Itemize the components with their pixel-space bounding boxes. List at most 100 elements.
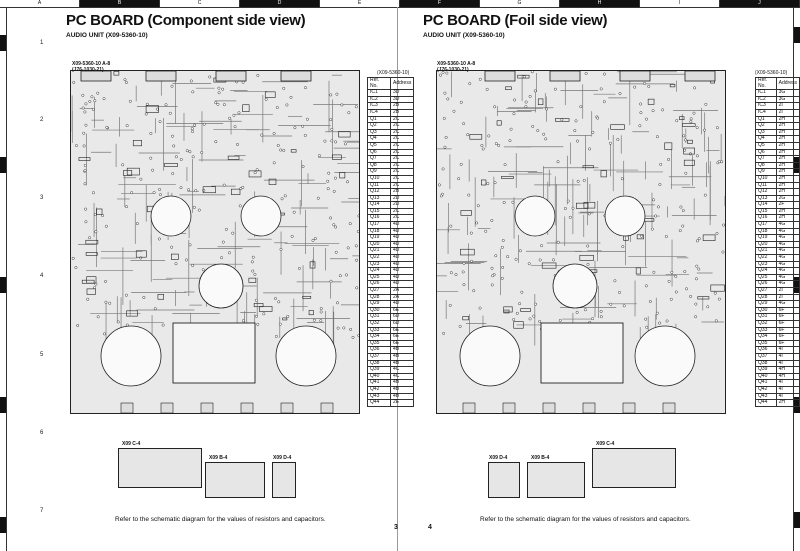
right-sub-board-3: X09 C-4 bbox=[592, 441, 676, 488]
pad bbox=[497, 143, 501, 147]
pad bbox=[201, 268, 205, 272]
ruler-column-label: A bbox=[0, 0, 80, 7]
pad bbox=[494, 254, 498, 258]
pad bbox=[84, 220, 88, 224]
component bbox=[579, 254, 594, 261]
pad bbox=[491, 274, 495, 278]
ruler-column-label: F bbox=[400, 0, 480, 7]
pad bbox=[108, 301, 112, 305]
pad bbox=[346, 246, 350, 250]
pad bbox=[675, 119, 679, 123]
component bbox=[576, 202, 589, 209]
pad bbox=[214, 101, 218, 105]
component bbox=[664, 142, 673, 150]
pad bbox=[283, 194, 287, 198]
pad bbox=[301, 165, 305, 168]
right-note: Refer to the schematic diagram for the v… bbox=[480, 516, 691, 523]
pad bbox=[238, 204, 242, 208]
pad bbox=[648, 300, 652, 303]
pad bbox=[237, 111, 241, 115]
right-table-caption: (X09-5360-10) bbox=[755, 70, 788, 76]
pad bbox=[459, 162, 463, 166]
pad bbox=[330, 127, 334, 131]
pad bbox=[220, 256, 224, 260]
pad bbox=[715, 232, 719, 235]
pad bbox=[276, 144, 280, 147]
pad bbox=[329, 216, 333, 220]
pad bbox=[222, 183, 226, 187]
component bbox=[503, 306, 513, 313]
pad bbox=[553, 87, 557, 91]
pad bbox=[170, 245, 174, 249]
connector-block bbox=[549, 71, 581, 82]
row-number: 1 bbox=[40, 40, 44, 46]
pad bbox=[478, 306, 482, 310]
pad bbox=[661, 108, 665, 112]
pad bbox=[599, 309, 603, 313]
pad bbox=[355, 286, 359, 290]
pad bbox=[330, 139, 334, 143]
pad bbox=[171, 172, 175, 176]
pad bbox=[518, 302, 522, 306]
pad bbox=[586, 262, 590, 266]
pad bbox=[349, 327, 353, 331]
pad bbox=[681, 209, 685, 213]
pad bbox=[228, 116, 232, 120]
edge-connector bbox=[240, 402, 254, 413]
pad bbox=[256, 322, 260, 326]
component bbox=[157, 294, 164, 300]
pad bbox=[202, 122, 206, 126]
pad bbox=[172, 144, 176, 148]
pad bbox=[82, 144, 86, 148]
pad bbox=[343, 142, 347, 146]
pad bbox=[327, 171, 331, 175]
pad bbox=[289, 95, 293, 99]
pad bbox=[104, 280, 107, 283]
pad bbox=[250, 260, 254, 264]
pad bbox=[467, 193, 471, 197]
component bbox=[145, 105, 159, 113]
connector-block bbox=[280, 71, 312, 82]
pad bbox=[336, 301, 339, 305]
pad bbox=[253, 171, 257, 175]
component bbox=[126, 167, 140, 176]
pad bbox=[158, 120, 162, 124]
component bbox=[480, 179, 487, 186]
pad bbox=[292, 210, 296, 214]
component bbox=[268, 178, 277, 185]
pad bbox=[695, 264, 699, 268]
pad bbox=[272, 132, 276, 135]
pad bbox=[272, 161, 276, 165]
component bbox=[583, 201, 596, 209]
pad bbox=[316, 196, 320, 200]
pad bbox=[227, 251, 231, 255]
pad bbox=[674, 274, 678, 278]
pad bbox=[319, 310, 323, 314]
row-number: 5 bbox=[40, 352, 44, 358]
pad bbox=[443, 91, 447, 95]
component bbox=[501, 176, 514, 179]
left-page-number: 3 bbox=[394, 524, 398, 531]
pad bbox=[442, 331, 446, 335]
pad bbox=[542, 132, 546, 136]
pad bbox=[599, 87, 603, 91]
pad bbox=[583, 308, 587, 312]
pad bbox=[695, 277, 698, 281]
pad bbox=[490, 266, 494, 270]
pad bbox=[197, 208, 201, 212]
pad bbox=[191, 90, 195, 94]
right-page-subtitle: AUDIO UNIT (X09-5360-10) bbox=[423, 32, 505, 39]
pad bbox=[530, 71, 534, 74]
pad bbox=[190, 127, 194, 131]
component bbox=[339, 172, 346, 179]
pad bbox=[251, 269, 255, 273]
pad bbox=[124, 81, 128, 84]
edge-connector bbox=[280, 402, 294, 413]
pad bbox=[354, 105, 358, 109]
pad bbox=[655, 311, 659, 315]
pad bbox=[214, 140, 218, 144]
